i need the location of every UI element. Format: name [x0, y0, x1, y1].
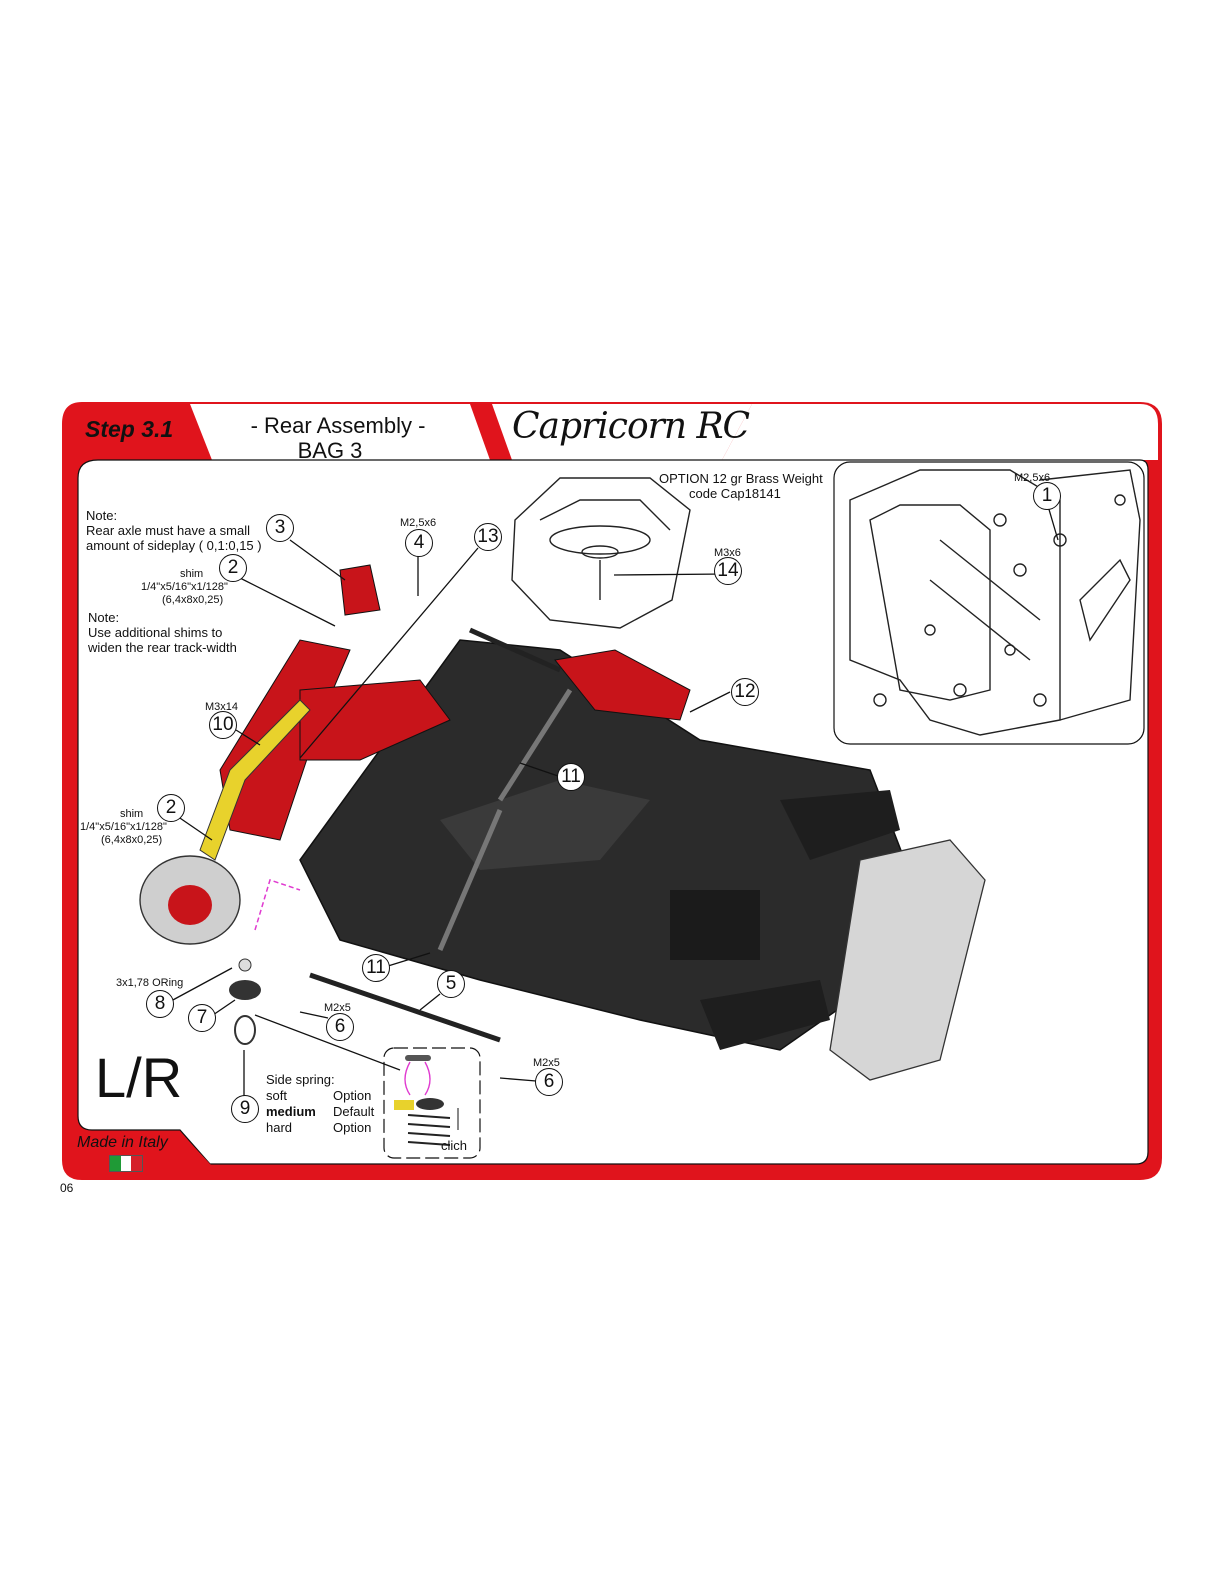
label-m2x5-a: M2x5: [324, 1002, 351, 1014]
made-in-italy: Made in Italy: [77, 1134, 168, 1151]
label-shim-top: shim: [180, 568, 204, 580]
option-weight-line1: OPTION 12 gr Brass Weight: [659, 471, 823, 486]
assembly-title: - Rear Assembly -: [250, 413, 426, 438]
brand-tab: [492, 404, 752, 460]
callout-3: 3: [266, 514, 294, 542]
callout-6-a: 6: [326, 1013, 354, 1041]
left-right-marker: L/R: [95, 1046, 183, 1109]
callout-5: 5: [437, 970, 465, 998]
main-chassis-drawing: [139, 564, 986, 1159]
label-m3x14: M3x14: [205, 701, 239, 713]
callout-14: 14: [714, 557, 742, 585]
label-shim-top-size: 1/4"x5/16"x1/128": [141, 581, 228, 593]
label-m2x5-b: M2x5: [533, 1057, 560, 1069]
callout-2-bottom: 2: [157, 794, 185, 822]
spring-hard: hard: [266, 1120, 293, 1135]
title-tab: [190, 404, 490, 460]
spring-clich-label: clich: [441, 1138, 468, 1153]
spring-medium: medium: [266, 1104, 316, 1119]
note-sideplay-title: Note:: [86, 508, 118, 523]
header-white-right: [722, 404, 1158, 460]
inset-chassis-drawing: [849, 469, 1141, 736]
spring-soft-status: Option: [333, 1088, 372, 1103]
note-shims-title: Note:: [88, 610, 120, 625]
label-m3x6: M3x6: [714, 547, 741, 559]
spring-medium-status: Default: [333, 1104, 375, 1119]
callout-13: 13: [474, 523, 502, 551]
note-sideplay-line1: Rear axle must have a small: [86, 523, 251, 538]
label-shim-top-metric: (6,4x8x0,25): [162, 594, 224, 606]
callout-1: 1: [1033, 482, 1061, 510]
spring-soft: soft: [266, 1088, 287, 1103]
label-oring: 3x1,78 ORing: [116, 977, 184, 989]
note-shims-line2: widen the rear track-width: [88, 640, 237, 655]
callout-10: 10: [209, 711, 237, 739]
callout-9: 9: [231, 1095, 259, 1123]
callout-2-top: 2: [219, 554, 247, 582]
note-shims-line1: Use additional shims to: [88, 625, 223, 640]
label-m2-5x6: M2,5x6: [400, 517, 437, 529]
label-shim-bottom-size: 1/4"x5/16"x1/128": [80, 821, 167, 833]
inset-detail-panel: [833, 461, 1145, 745]
page-number: 06: [60, 1181, 74, 1195]
spring-hard-status: Option: [333, 1120, 372, 1135]
label-shim-bottom-metric: (6,4x8x0,25): [101, 834, 163, 846]
callout-12: 12: [731, 678, 759, 706]
callout-8: 8: [146, 990, 174, 1018]
option-weight-code: code Cap18141: [689, 486, 781, 501]
bag-label: BAG 3: [297, 438, 363, 463]
callout-6-b: 6: [535, 1068, 563, 1096]
note-sideplay-line2: amount of sideplay ( 0,1:0,15 ): [86, 538, 262, 553]
leader-lines: [170, 505, 1059, 1097]
step-number: Step 3.1: [85, 416, 174, 442]
callout-4: 4: [405, 529, 433, 557]
callout-11-upper: 11: [557, 763, 585, 791]
label-shim-bottom: shim: [120, 808, 144, 820]
brass-weight-drawing: [511, 477, 691, 629]
label-m2-5x6-inset: M2,5x6: [1014, 472, 1051, 484]
spring-title: Side spring:: [266, 1072, 335, 1087]
brand-logo: Capricorn RC: [512, 406, 750, 447]
callout-7: 7: [188, 1004, 216, 1032]
callout-11-lower: 11: [362, 954, 390, 982]
italian-flag-icon: [109, 1155, 143, 1172]
